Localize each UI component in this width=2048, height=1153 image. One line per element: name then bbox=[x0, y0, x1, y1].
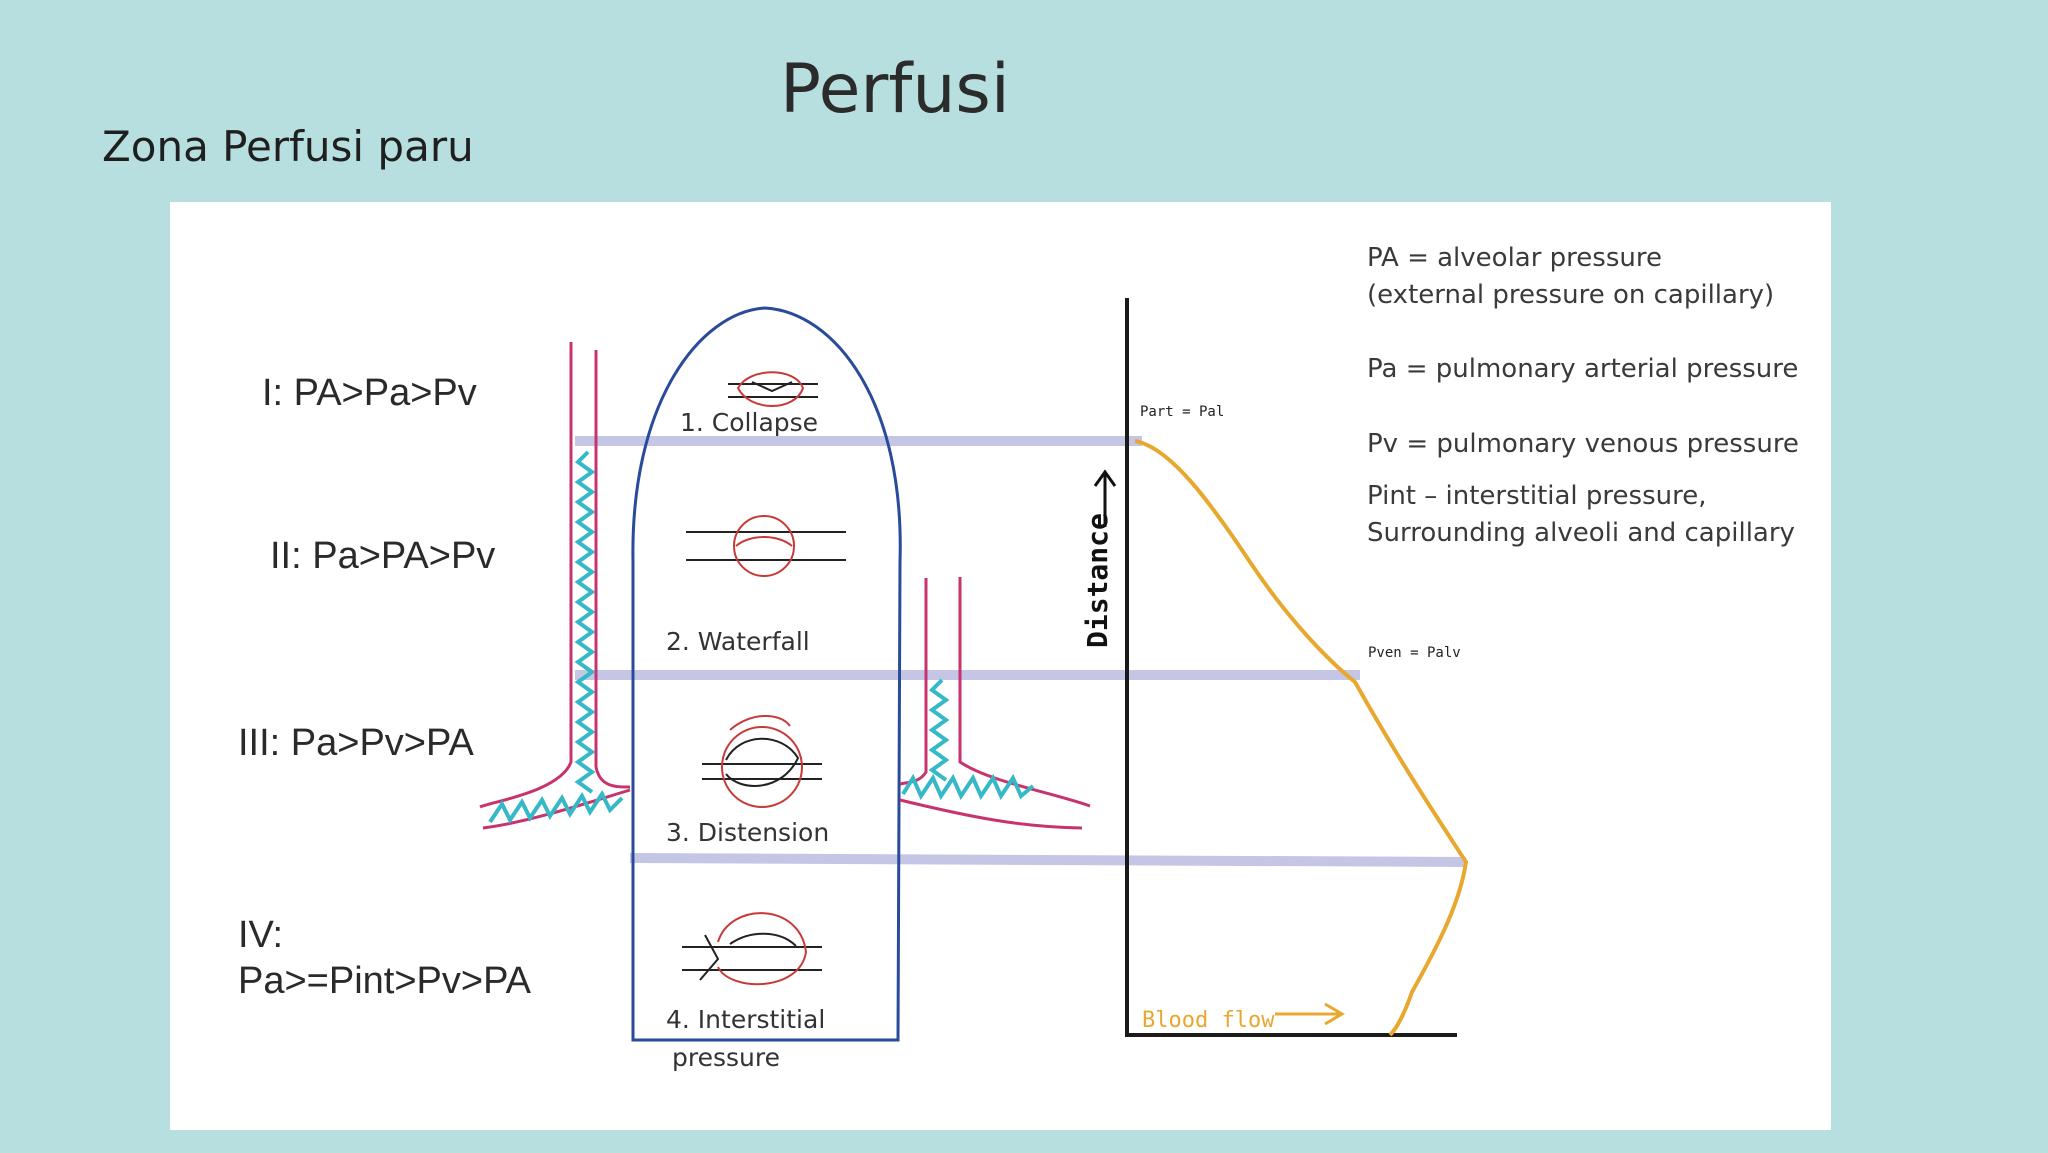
lung-outline bbox=[631, 306, 902, 1042]
waterfall-caption: 2. Waterfall bbox=[666, 627, 810, 656]
legend-arterial-pressure: Pa = pulmonary arterial pressure bbox=[1367, 354, 1799, 384]
interstitial-caption-line1: 4. Interstitial bbox=[666, 1005, 826, 1034]
right-interstitial-fluid bbox=[928, 678, 950, 782]
zone-1-label: I: PA>Pa>Pv bbox=[262, 372, 477, 414]
legend-alveolar-pressure-note: (external pressure on capillary) bbox=[1367, 280, 1775, 310]
part-equals-pal-label: Part = Pal bbox=[1140, 404, 1225, 420]
pven-equals-palv-label: Pven = Palv bbox=[1368, 645, 1461, 661]
graph-axes bbox=[1125, 298, 1457, 1037]
distension-caption: 3. Distension bbox=[666, 818, 830, 847]
right-vessel bbox=[899, 577, 1091, 830]
left-interstitial-fluid bbox=[574, 450, 596, 794]
slide-subtitle: Zona Perfusi paru bbox=[102, 122, 474, 171]
capillary-interstitial-icon bbox=[682, 912, 822, 986]
capillary-collapse-icon bbox=[728, 371, 818, 407]
zone-3-4-boundary bbox=[629, 853, 1467, 867]
blood-flow-curve bbox=[1134, 439, 1469, 1037]
blood-flow-axis-label: Blood flow bbox=[1142, 1008, 1275, 1033]
legend-alveolar-pressure: PA = alveolar pressure bbox=[1367, 243, 1662, 273]
zone-3-label: III: Pa>Pv>PA bbox=[238, 722, 474, 764]
distance-arrow-icon bbox=[1093, 469, 1117, 527]
legend-venous-pressure: Pv = pulmonary venous pressure bbox=[1367, 429, 1799, 459]
interstitial-caption-line2: pressure bbox=[672, 1043, 780, 1072]
perfusion-zones-figure: I: PA>Pa>Pv II: Pa>PA>Pv III: Pa>Pv>PA I… bbox=[170, 202, 1831, 1130]
legend-interstitial-note: Surrounding alveoli and capillary bbox=[1367, 518, 1795, 548]
zone-boundary-lines bbox=[575, 436, 1467, 867]
perfusion-zones-diagram bbox=[479, 298, 1469, 1042]
blood-flow-arrow-icon bbox=[1275, 1002, 1345, 1026]
zone-2-label: II: Pa>PA>Pv bbox=[270, 535, 496, 577]
zone-4-label-line1: IV: bbox=[238, 914, 284, 956]
capillary-distension-icon bbox=[702, 714, 822, 808]
legend-interstitial-pressure: Pint – interstitial pressure, bbox=[1367, 481, 1707, 511]
zone-4-label-line2: Pa>=Pint>Pv>PA bbox=[238, 960, 531, 1002]
collapse-caption: 1. Collapse bbox=[680, 408, 819, 437]
slide-title: Perfusi bbox=[780, 50, 1010, 129]
capillary-waterfall-icon bbox=[686, 515, 846, 577]
left-vessel bbox=[479, 342, 631, 830]
distance-axis-label: Distance bbox=[1081, 513, 1114, 648]
